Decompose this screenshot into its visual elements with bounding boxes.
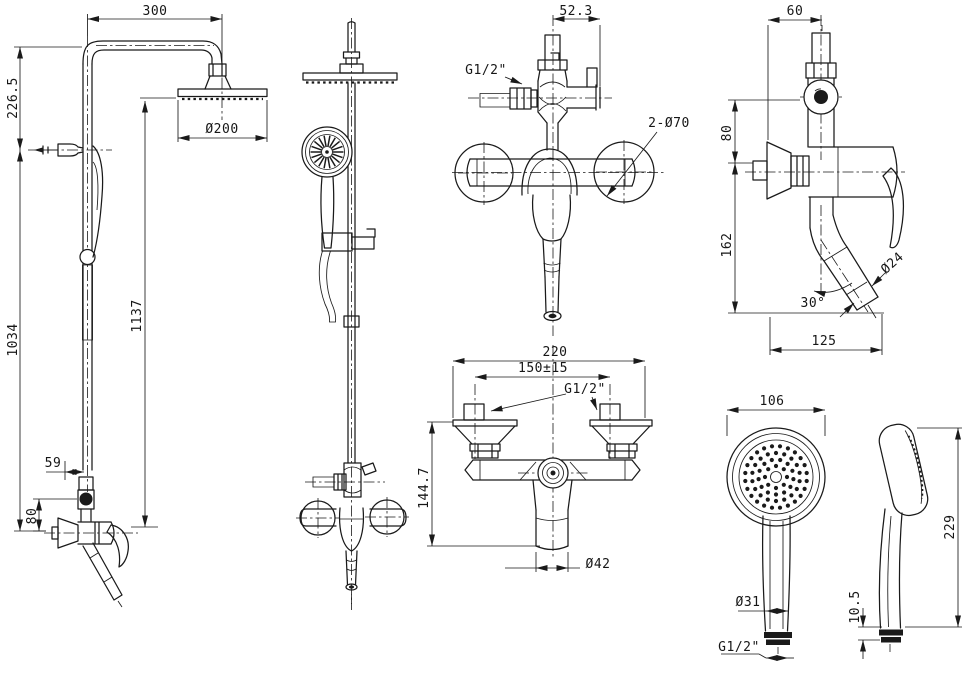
label-inlet-thread-top: G1/2" [490, 382, 606, 412]
head-side [878, 423, 929, 517]
dim-head-diameter-front: 106 [726, 394, 826, 436]
dim-head-to-holder: 226.5 [6, 46, 82, 150]
mixer-body-side [808, 146, 904, 249]
column-pipe [79, 63, 96, 471]
inlet-right [589, 403, 653, 459]
dim-spout-angle: 30° [801, 282, 853, 311]
hand-shower-face [301, 126, 353, 178]
dim-connector-height: 10.5 [848, 590, 882, 659]
dim-body-height-text: 162 [720, 233, 735, 258]
rain-head-edge [302, 72, 398, 84]
hand-shower-face-dots [743, 444, 809, 510]
handle-side [878, 508, 903, 652]
dim-depth-text: 144.7 [417, 467, 432, 509]
flange-note-text: 2-Ø70 [648, 116, 690, 131]
inlet-thread-top-text: G1/2" [564, 382, 606, 397]
hand-shower-grip-side [320, 175, 335, 249]
spout-top [532, 479, 573, 551]
hand-shower-holder [34, 143, 104, 258]
dim-overall-length-text: 229 [943, 515, 958, 540]
dim-top-offset-text: 60 [787, 4, 804, 19]
diverter-tee-body [537, 67, 601, 151]
diverter-tee-side [305, 462, 385, 498]
angled-spout [809, 196, 879, 319]
dim-overall-width: 220 [452, 345, 646, 418]
dim-head-diameter-text: Ø200 [205, 122, 238, 137]
dim-diverter-offset-text: 52.3 [559, 4, 592, 19]
dim-overall-height-text: 1137 [130, 299, 145, 332]
dim-arm-length: 300 [87, 4, 223, 58]
dim-knob-height: 80 [720, 99, 800, 164]
label-flange-diameter: 2-Ø70 [606, 116, 690, 197]
handle-front [761, 515, 792, 654]
dim-inlet-height: 80 [25, 498, 77, 532]
bottom-mixer [51, 517, 129, 608]
dim-holder-to-mixer-text: 1034 [6, 323, 21, 356]
dim-handle-diameter: Ø31 [736, 595, 788, 614]
dim-column-offset-text: 59 [45, 456, 62, 471]
body-top [464, 457, 641, 489]
dim-head-diameter: Ø200 [177, 100, 268, 142]
slider-bracket [321, 228, 376, 252]
spout-front [542, 238, 562, 322]
inlet-left [452, 403, 518, 459]
dim-knob-height-text: 80 [720, 125, 735, 142]
dim-overall-height: 1137 [130, 97, 176, 528]
view-mixer-top: 220 150±15 G1/2" 144.7 Ø42 [417, 345, 653, 572]
center-lines [452, 15, 665, 336]
dim-outlet-diameter: Ø42 [505, 552, 610, 572]
dim-spout-diameter-text: Ø24 [878, 249, 907, 277]
dim-inlet-centers-text: 150±15 [518, 361, 568, 376]
rain-shower-head [177, 75, 268, 101]
view-hand-shower-side: 229 10.5 [848, 423, 962, 659]
diverter-top-stub [537, 34, 568, 82]
wall-flange-side [752, 141, 810, 200]
dim-overall-length: 229 [905, 427, 962, 628]
view-shower-column-front: 300 226.5 1034 1137 Ø200 59 [6, 4, 268, 608]
label-inlet-thread: G1/2" [465, 63, 523, 85]
inlet-thread-text: G1/2" [465, 63, 507, 78]
dim-column-offset: 59 [45, 456, 84, 480]
dim-spout-diameter: Ø24 [839, 249, 907, 318]
dim-inlet-centers: 150±15 [475, 361, 610, 380]
dim-head-to-holder-text: 226.5 [6, 77, 21, 119]
dim-diverter-offset: 52.3 [553, 4, 601, 86]
dim-hand-thread-text: G1/2" [718, 640, 760, 655]
dim-outlet-diameter-text: Ø42 [586, 557, 611, 572]
dim-body-height: 162 [720, 163, 884, 314]
dim-holder-to-mixer: 1034 [6, 150, 46, 532]
mixer-side-small [296, 497, 409, 604]
hand-shower-spoke-lines [310, 135, 344, 169]
dim-spout-angle-text: 30° [801, 296, 826, 311]
dim-top-offset: 60 [767, 4, 823, 140]
view-mixer-side: 60 80 162 30° Ø24 125 [720, 4, 907, 355]
head-front [726, 427, 826, 527]
view-hand-shower-front: 106 Ø31 G1/2" [718, 394, 826, 661]
dim-handle-diameter-text: Ø31 [736, 595, 761, 610]
view-mixer-front: 52.3 G1/2" 2-Ø70 [452, 4, 690, 336]
dim-overall-width-text: 220 [543, 345, 568, 360]
shower-hose [318, 250, 337, 323]
dim-spout-reach: 125 [769, 314, 883, 355]
dim-thread: G1/2" [718, 640, 794, 661]
dim-spout-reach-text: 125 [812, 334, 837, 349]
dim-connector-height-text: 10.5 [848, 590, 863, 623]
dim-depth: 144.7 [417, 421, 540, 547]
mixer-body-front [454, 141, 655, 242]
check-valve-body [77, 476, 95, 522]
diverter-knob [803, 79, 839, 115]
riser-arm [82, 40, 227, 77]
dim-hand-head-diameter-text: 106 [760, 394, 785, 409]
inlet-thread-stub [479, 87, 538, 110]
dim-arm-length-text: 300 [143, 4, 168, 19]
dim-inlet-height-text: 80 [25, 508, 40, 525]
view-shower-column-side [296, 18, 409, 610]
